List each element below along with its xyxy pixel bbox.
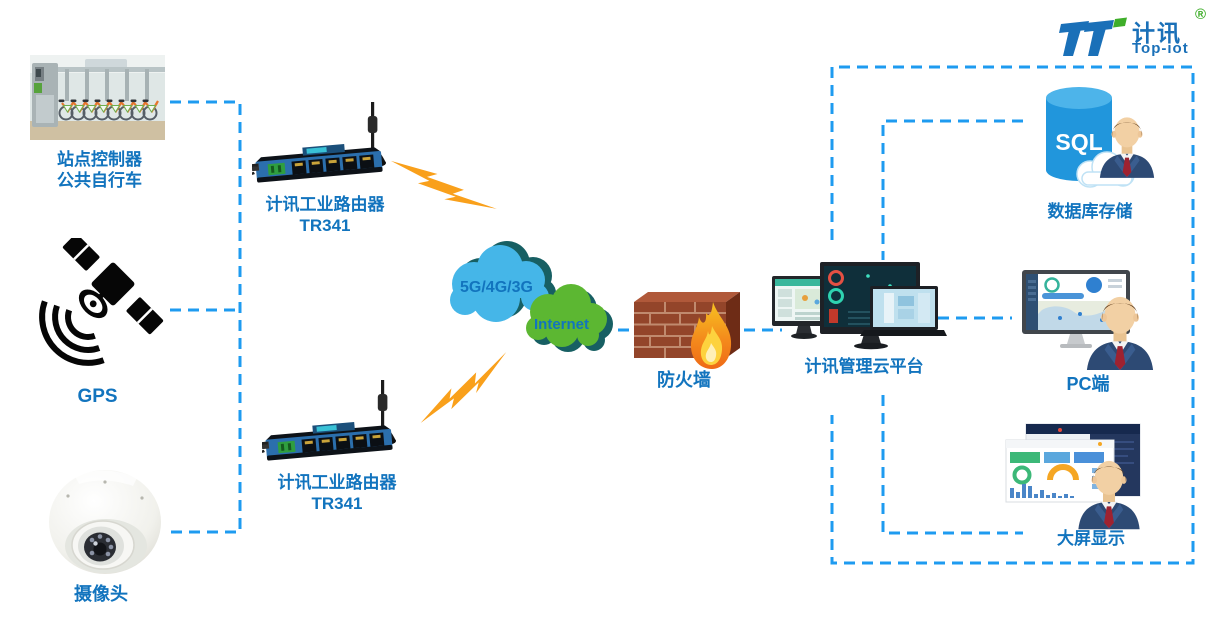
outer-box-line <box>830 65 1195 565</box>
dome-camera-icon <box>49 470 161 574</box>
monitor-group-icon <box>772 262 947 350</box>
logo-brand-cn: 计讯 <box>1132 20 1182 46</box>
gps-label: GPS <box>77 386 118 407</box>
router-top-label-line1: 计讯工业路由器 <box>265 195 385 214</box>
node-pc <box>1022 266 1162 375</box>
industrial-router-icon <box>252 100 388 185</box>
top-iot-logo: 计讯 Top-iot ® <box>1058 6 1213 62</box>
firewall-icon <box>634 292 740 369</box>
registered-mark: ® <box>1195 6 1207 23</box>
desktop-pc-icon <box>1022 270 1154 371</box>
cellular-cloud-label: 5G/4G/3G <box>460 279 533 296</box>
internet-cloud-label: Internet <box>534 316 589 333</box>
sql-text: SQL <box>1055 129 1102 155</box>
sql-database-icon: SQL <box>1046 87 1155 188</box>
logo-brand-en: Top-iot <box>1132 40 1189 57</box>
node-cloud-platform <box>772 262 947 363</box>
industrial-router-icon <box>262 378 398 463</box>
node-network-cloud: 5G/4G/3G Internet <box>438 240 618 370</box>
node-gps <box>25 233 170 393</box>
node-router-top <box>252 100 402 193</box>
node-big-screen <box>1000 422 1145 535</box>
logo-mark-icon <box>1059 17 1127 56</box>
router-top-label-line2: TR341 <box>299 216 351 235</box>
firewall-label: 防火墙 <box>657 370 711 390</box>
bike-station-photo <box>30 55 165 140</box>
node-firewall <box>628 288 753 381</box>
inner-bracket-bottom-line <box>881 395 1023 535</box>
router-bottom-label-line1: 计讯工业路由器 <box>277 473 397 492</box>
node-router-bottom <box>262 378 412 471</box>
bike-station-label-line1: 站点控制器 <box>57 150 142 169</box>
node-database: SQL <box>1040 82 1160 205</box>
node-bike-station <box>30 55 165 145</box>
network-cloud-icon: 5G/4G/3G Internet <box>450 241 613 352</box>
left-bracket-line <box>168 100 242 534</box>
router-bottom-label-line2: TR341 <box>311 494 363 513</box>
database-label: 数据库存储 <box>1047 202 1133 221</box>
gps-satellite-icon <box>39 233 164 366</box>
node-camera <box>45 466 167 589</box>
inner-bracket-top-line <box>881 119 1023 260</box>
dashboard-screens-icon <box>1005 423 1141 530</box>
pc-label: PC端 <box>1066 374 1110 394</box>
big-screen-label: 大屏显示 <box>1057 529 1125 548</box>
bike-station-label-line2: 公共自行车 <box>57 171 142 190</box>
camera-label: 摄像头 <box>74 584 128 604</box>
cloud-platform-label: 计讯管理云平台 <box>804 357 924 376</box>
